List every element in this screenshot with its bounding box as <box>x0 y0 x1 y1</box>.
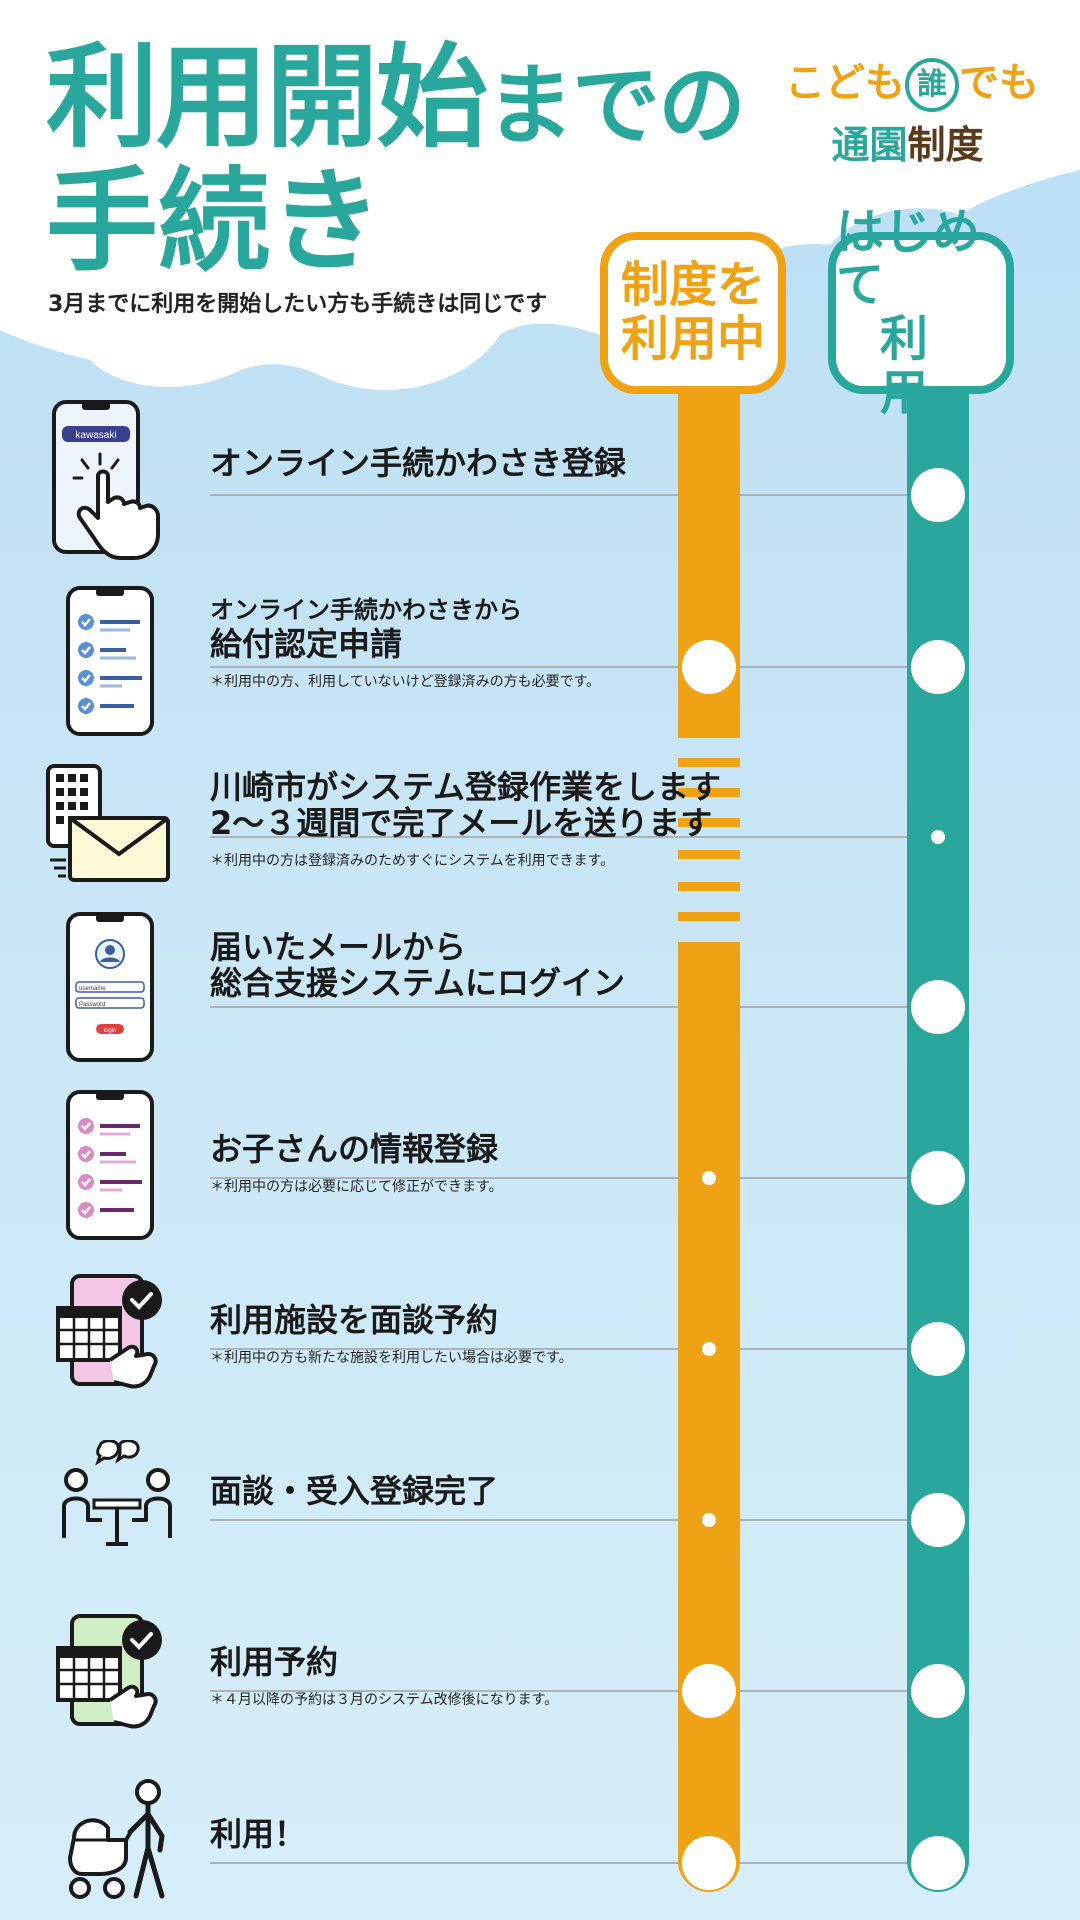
title-part1: 利用開始 <box>46 33 488 163</box>
pass-dot-current <box>702 1171 716 1185</box>
checklist-phone-icon <box>66 586 154 736</box>
track-dash <box>678 882 740 891</box>
step-line <box>210 494 940 496</box>
track-dash <box>678 850 740 859</box>
step-line <box>210 1348 940 1350</box>
step-line <box>210 1519 940 1521</box>
cloud-header-background <box>0 0 1080 390</box>
step-line <box>210 666 940 668</box>
milestone-dot-first <box>911 468 965 522</box>
usage-booking-icon <box>56 1614 162 1729</box>
subtitle: 3月までに利用を開始したい方も手続きは同じです <box>48 292 548 317</box>
step-2-note: ＊利用中の方、利用していないけど登録済みの方も必要です。 <box>210 673 601 690</box>
logo-top-right: でも <box>959 60 1039 106</box>
step-8: 利用予約 ＊４月以降の予約は３月のシステム改修後になります。 <box>210 1643 559 1709</box>
title-line2: 手続き <box>46 156 382 287</box>
step-line <box>210 1690 940 1692</box>
milestone-dot-first <box>911 1151 965 1205</box>
track-dash <box>678 912 740 921</box>
phone-tap-icon: kawasaki <box>52 400 160 560</box>
step-6-note: ＊利用中の方も新たな施設を利用したい場合は必要です。 <box>210 1349 573 1366</box>
step-1: オンライン手続かわさき登録 <box>210 444 627 482</box>
step-3-note: ＊利用中の方は登録済みのためすぐにシステムを利用できます。 <box>210 852 615 869</box>
step-3-title: 川崎市がシステム登録作業をします 2～３週間で完了メールを送ります <box>210 768 722 842</box>
login-phone-icon: username Password login <box>66 912 154 1062</box>
pass-dot-first <box>931 830 945 844</box>
step-line <box>210 836 940 838</box>
step-6: 利用施設を面談予約 ＊利用中の方も新たな施設を利用したい場合は必要です。 <box>210 1301 573 1367</box>
login-button-label: login <box>104 1028 117 1034</box>
milestone-dot-first <box>911 980 965 1034</box>
step-4: 届いたメールから 総合支援システムにログイン <box>210 928 626 1002</box>
phone-app-label: kawasaki <box>75 430 116 441</box>
track-dash <box>678 758 740 767</box>
login-username-field: username <box>79 986 106 992</box>
current-header-line2: 利用中 <box>620 311 765 367</box>
track-current-lower <box>678 942 740 1892</box>
step-7: 面談・受入登録完了 <box>210 1472 499 1510</box>
calendar-booking-icon <box>56 1274 162 1389</box>
milestone-dot-current <box>682 1836 736 1890</box>
milestone-dot-first <box>911 1664 965 1718</box>
track-dash <box>678 788 740 797</box>
login-password-field: Password <box>79 1002 105 1008</box>
step-3: 川崎市がシステム登録作業をします 2～３週間で完了メールを送ります ＊利用中の方… <box>210 768 722 870</box>
program-logo: こども誰でも 通園制度 <box>785 50 1039 169</box>
step-8-note: ＊４月以降の予約は３月のシステム改修後になります。 <box>210 1691 559 1708</box>
step-9: 利用！ <box>210 1815 307 1853</box>
step-5-note: ＊利用中の方は必要に応じて修正ができます。 <box>210 1178 503 1195</box>
logo-bottom-brown: 制度 <box>907 123 984 167</box>
stroller-person-icon <box>68 1779 165 1899</box>
logo-bottom-teal: 通園 <box>831 123 908 167</box>
logo-top-left: こども <box>785 60 905 106</box>
current-header-line1: 制度を <box>620 257 765 314</box>
interview-meeting-icon <box>62 1440 172 1546</box>
pass-dot-current <box>702 1513 716 1527</box>
track-first-time <box>907 370 969 1892</box>
column-header-first-time: はじめて 利用 <box>828 205 1014 420</box>
mail-building-icon <box>46 764 170 882</box>
pass-dot-current <box>702 1342 716 1356</box>
column-header-current-users: 制度を 利用中 <box>600 232 786 394</box>
step-6-title: 利用施設を面談予約 <box>210 1301 499 1339</box>
step-9-title: 利用！ <box>210 1815 307 1853</box>
step-line <box>210 1006 940 1008</box>
step-8-title: 利用予約 <box>210 1643 339 1681</box>
step-1-title: オンライン手続かわさき登録 <box>210 444 627 482</box>
milestone-dot-first <box>911 1322 965 1376</box>
step-line <box>210 1177 940 1179</box>
track-dash <box>678 818 740 827</box>
step-5: お子さんの情報登録 ＊利用中の方は必要に応じて修正ができます。 <box>210 1130 503 1196</box>
milestone-dot-first <box>911 1836 965 1890</box>
first-header-line1: はじめて <box>836 203 981 314</box>
title-part2: までの <box>486 54 746 157</box>
step-2: オンライン手続かわさきから 給付認定申請 ＊利用中の方、利用していないけど登録済… <box>210 590 600 691</box>
step-line <box>210 1862 940 1864</box>
page-title: 利用開始までの 手続き <box>46 39 746 287</box>
milestone-dot-first <box>911 1493 965 1547</box>
logo-circle-char: 誰 <box>905 58 959 112</box>
step-2-title: 給付認定申請 <box>210 625 403 663</box>
first-header-line2: 利用 <box>880 311 973 421</box>
step-4-title: 届いたメールから 総合支援システムにログイン <box>210 928 626 1002</box>
milestone-dot-first <box>911 640 965 694</box>
step-5-title: お子さんの情報登録 <box>210 1130 499 1168</box>
milestone-dot-current <box>682 640 736 694</box>
child-info-checklist-icon <box>66 1090 154 1240</box>
step-7-title: 面談・受入登録完了 <box>210 1472 499 1510</box>
milestone-dot-current <box>682 1664 736 1718</box>
step-2-lead: オンライン手続かわさきから <box>210 596 522 624</box>
